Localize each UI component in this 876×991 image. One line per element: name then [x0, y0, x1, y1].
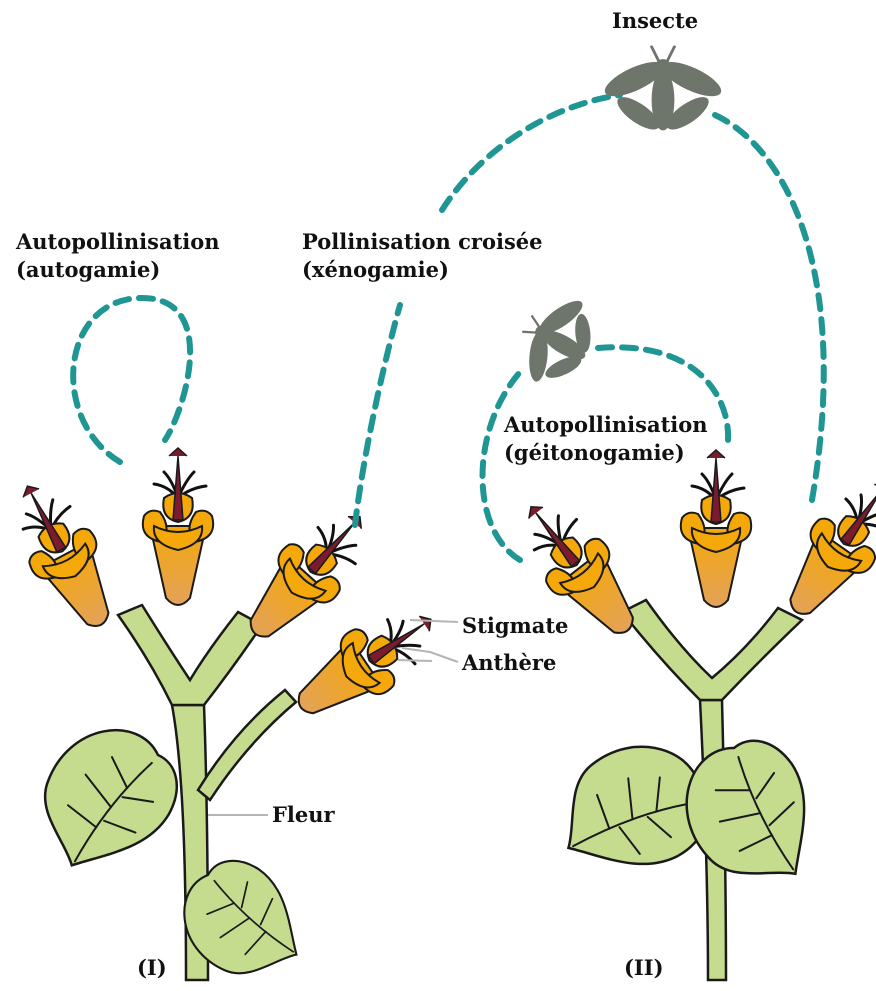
xenogamie-subtitle: (xénogamie): [302, 255, 449, 285]
plant-one-flower-2: [143, 448, 213, 605]
insect-label: Insecte: [612, 6, 698, 36]
geitonogamie-title: Autopollinisation: [504, 410, 708, 440]
autogamie-pollen-path: [73, 298, 190, 462]
plant-one-label: (I): [137, 953, 167, 983]
plant-two-label: (II): [624, 953, 664, 983]
bee-icon-small: [503, 281, 613, 402]
plant-two-flower-2: [681, 450, 751, 607]
autogamie-title: Autopollinisation: [16, 227, 220, 257]
stigmate-leader-line: [410, 620, 458, 622]
plant-one: [0, 448, 451, 991]
anthere-label: Anthère: [462, 648, 556, 678]
stigmate-label: Stigmate: [462, 611, 568, 641]
plant-two-flower-3: [767, 463, 876, 632]
plant-two-leaf-right: [665, 724, 836, 907]
plant-one-flower-4: [281, 590, 451, 736]
plant-one-leaf-left: [13, 706, 197, 894]
plant-one-sepals: [118, 605, 262, 705]
xenogamie-title: Pollinisation croisée: [302, 227, 543, 257]
plant-one-flower-1: [0, 470, 132, 642]
bee-icon: [600, 47, 725, 135]
fleur-label: Fleur: [272, 800, 335, 830]
plant-two: [503, 450, 876, 980]
geitonogamie-subtitle: (géitonogamie): [504, 438, 685, 468]
plant-two-sepals: [622, 600, 802, 700]
autogamie-subtitle: (autogamie): [16, 255, 160, 285]
plant-one-branch: [198, 690, 296, 800]
